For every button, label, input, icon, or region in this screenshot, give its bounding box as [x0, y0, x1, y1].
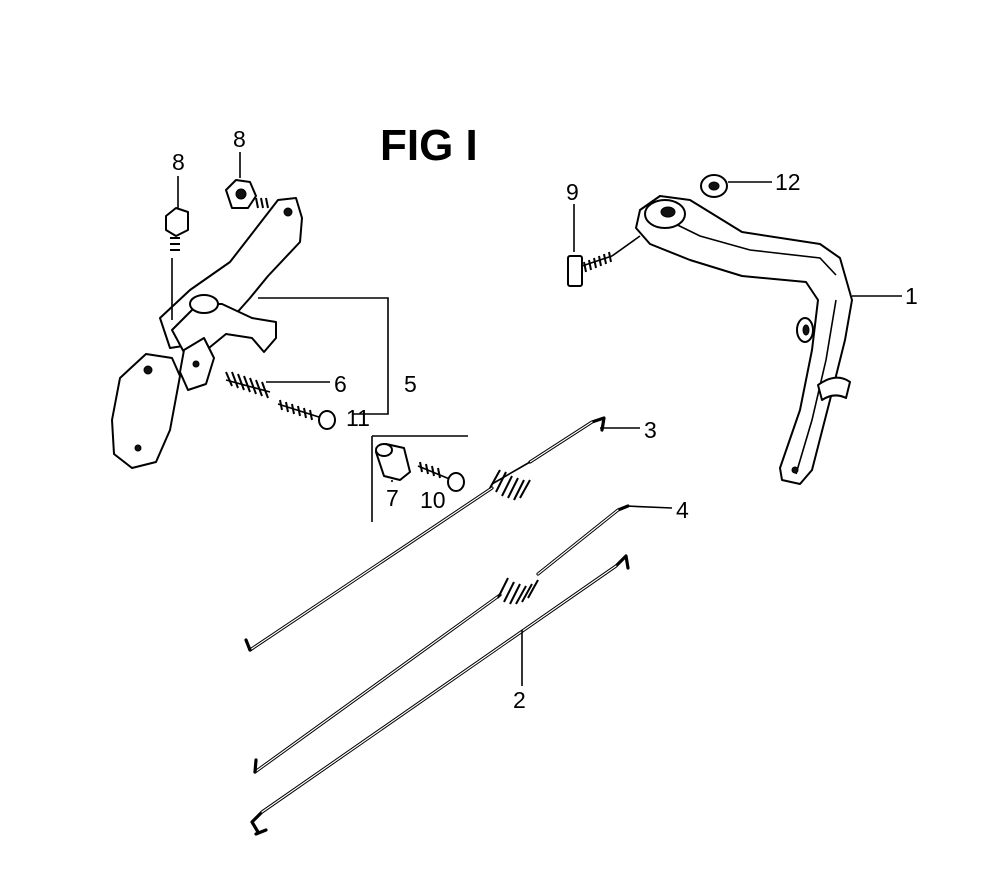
part-8-bolt-upper — [225, 179, 269, 209]
callout-6: 6 — [334, 371, 347, 397]
part-12-nut — [700, 174, 728, 198]
callout-1: 1 — [905, 283, 918, 309]
part-7-collar — [375, 443, 411, 481]
part-1-lever-arm — [635, 195, 853, 485]
part-8-bolt-left — [165, 207, 189, 251]
assembly-bracket-lines — [258, 297, 468, 522]
callout-8-upper: 8 — [233, 126, 246, 152]
part-2-long-rod — [250, 554, 630, 836]
leader-lines — [177, 152, 902, 686]
callout-4: 4 — [676, 497, 689, 523]
callout-9: 9 — [566, 179, 579, 205]
callout-7: 7 — [386, 485, 399, 511]
part-4-rod-with-spring — [253, 504, 630, 774]
callout-11: 11 — [346, 405, 370, 431]
callout-12: 12 — [775, 169, 801, 195]
callout-8-left: 8 — [172, 149, 185, 175]
part-10-bolt — [417, 461, 465, 492]
part-9-bolt — [567, 235, 641, 287]
part-11-bolt — [277, 399, 336, 430]
callout-3: 3 — [644, 417, 657, 443]
callout-5: 5 — [404, 371, 417, 397]
part-6-spring — [225, 371, 271, 399]
part-5-bracket-assembly — [111, 197, 303, 469]
callout-10: 10 — [420, 487, 446, 513]
callout-2: 2 — [513, 687, 526, 713]
figure-title: FIG I — [380, 121, 478, 170]
part-3-rod-with-spring — [244, 416, 606, 652]
